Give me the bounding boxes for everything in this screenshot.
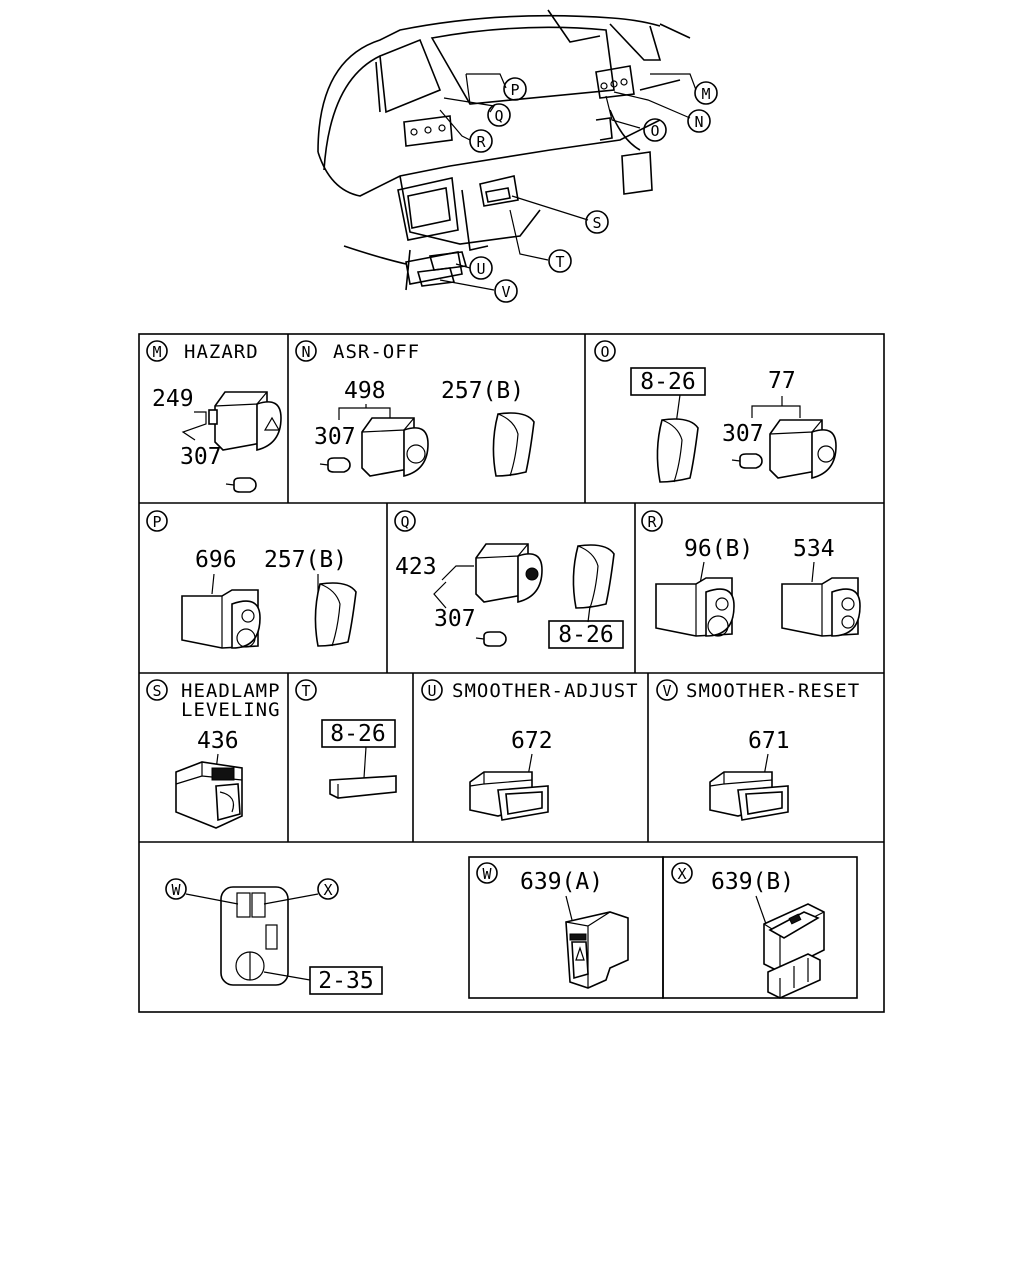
ref-2-35: 2-35 (318, 968, 373, 994)
panel-w-letter: W (482, 865, 492, 883)
callout-v-circle: V (494, 279, 518, 303)
panel-q: Q 423 307 8-26 (394, 510, 624, 649)
panel-u-letter: U (427, 682, 436, 700)
panel-v: V SMOOTHER-RESET 671 (656, 679, 860, 821)
callout-m-circle: M (694, 81, 718, 105)
panel-o: O 8-26 77 307 (594, 340, 837, 483)
panel-q-letter: Q (400, 513, 409, 531)
part-257b-p: 257(B) (264, 547, 347, 573)
panel-o-letter: O (600, 343, 609, 361)
bottom-w-letter: W (171, 881, 181, 899)
callout-s-circle: S (585, 210, 609, 234)
panel-x-letter: X (677, 865, 686, 883)
callout-r-circle: R (469, 129, 493, 153)
panel-w: W 639(A) (468, 856, 664, 999)
panel-n: N ASR-OFF 498 307 257(B) (295, 340, 535, 478)
callout-r: R (476, 133, 486, 151)
panel-s-letter: S (152, 682, 161, 700)
part-671: 671 (748, 728, 790, 754)
panel-n-title: ASR-OFF (333, 341, 420, 363)
part-639b: 639(B) (711, 869, 794, 895)
switch-icon-o (769, 419, 837, 480)
part-307-n: 307 (314, 424, 356, 450)
panel-m-letter: M (152, 343, 161, 361)
rocker-switch-icon-u (469, 771, 549, 821)
panel-x: X 639(B) (662, 856, 858, 999)
callout-t-circle: T (548, 249, 572, 273)
part-696: 696 (195, 547, 237, 573)
panel-t: T 8-26 (295, 679, 397, 799)
callout-q-circle: Q (487, 103, 511, 127)
callout-u: U (476, 260, 485, 278)
panel-s-title-1: HEADLAMP (181, 680, 281, 702)
panel-u: U SMOOTHER-ADJUST 672 (421, 679, 639, 821)
panel-m-title: HAZARD (184, 341, 259, 363)
ref-8-26-o: 8-26 (640, 369, 695, 395)
part-96b: 96(B) (684, 536, 753, 562)
headlamp-dial-icon (175, 761, 243, 829)
panel-t-letter: T (301, 682, 310, 700)
callout-o-circle: O (643, 118, 667, 142)
switch-icon-r2 (781, 577, 861, 637)
panel-u-title: SMOOTHER-ADJUST (452, 680, 639, 702)
switch-icon-q (475, 543, 543, 604)
panel-p: P 696 257(B) (146, 510, 357, 649)
hazard-switch-icon (208, 391, 282, 452)
panel-n-letter: N (301, 343, 310, 361)
part-307-m: 307 (180, 444, 222, 470)
callout-s: S (592, 214, 601, 232)
panel-v-letter: V (662, 682, 671, 700)
parts-grid (138, 333, 885, 1013)
callout-v: V (501, 283, 510, 301)
asr-switch-icon (361, 417, 429, 478)
cover-icon-p (314, 582, 357, 647)
callout-o: O (650, 122, 659, 140)
panel-s-title-2: LEVELING (181, 699, 281, 721)
cover-icon-n (492, 412, 535, 477)
callout-u-circle: U (469, 256, 493, 280)
panel-p-letter: P (152, 513, 161, 531)
rocker-switch-icon-v (709, 771, 789, 821)
panel-bottom: W X 2-35 (165, 878, 383, 995)
part-77: 77 (768, 368, 796, 394)
bulb-icon-o (731, 453, 763, 469)
switch-icon-r1 (655, 577, 735, 637)
callout-t: T (555, 253, 564, 271)
callout-n-circle: N (687, 109, 711, 133)
switch-icon-w (565, 911, 629, 989)
bottom-x-letter: X (323, 881, 332, 899)
part-639a: 639(A) (520, 869, 603, 895)
panel-v-title: SMOOTHER-RESET (686, 680, 860, 702)
part-423: 423 (395, 554, 437, 580)
callout-n: N (694, 113, 703, 131)
callout-p: P (510, 81, 519, 99)
switch-icon-p (181, 589, 261, 649)
bulb-icon-q (475, 631, 507, 647)
bulb-icon-n (319, 457, 351, 473)
part-498: 498 (344, 378, 386, 404)
part-307-o: 307 (722, 421, 764, 447)
part-436: 436 (197, 728, 239, 754)
panel-r: R 96(B) 534 (641, 510, 861, 637)
part-672: 672 (511, 728, 553, 754)
cover-plate-icon (329, 775, 397, 799)
callout-p-circle: P (503, 77, 527, 101)
part-534: 534 (793, 536, 835, 562)
part-249: 249 (152, 386, 194, 412)
panel-s: S HEADLAMP LEVELING 436 (146, 679, 281, 829)
ref-8-26-q: 8-26 (558, 622, 613, 648)
bulb-icon-m (225, 477, 257, 493)
switch-icon-x (763, 903, 825, 999)
panel-r-letter: R (647, 513, 657, 531)
dashboard-overview: P Q R M N O S T U V (317, 9, 718, 303)
part-307-q: 307 (434, 606, 476, 632)
callout-m: M (701, 85, 710, 103)
part-257b-n: 257(B) (441, 378, 524, 404)
callout-q: Q (494, 107, 503, 125)
panel-m: M HAZARD 249 307 (146, 340, 282, 493)
cover-icon-o (656, 418, 699, 483)
ref-8-26-t: 8-26 (330, 721, 385, 747)
cover-icon-q (572, 544, 615, 609)
